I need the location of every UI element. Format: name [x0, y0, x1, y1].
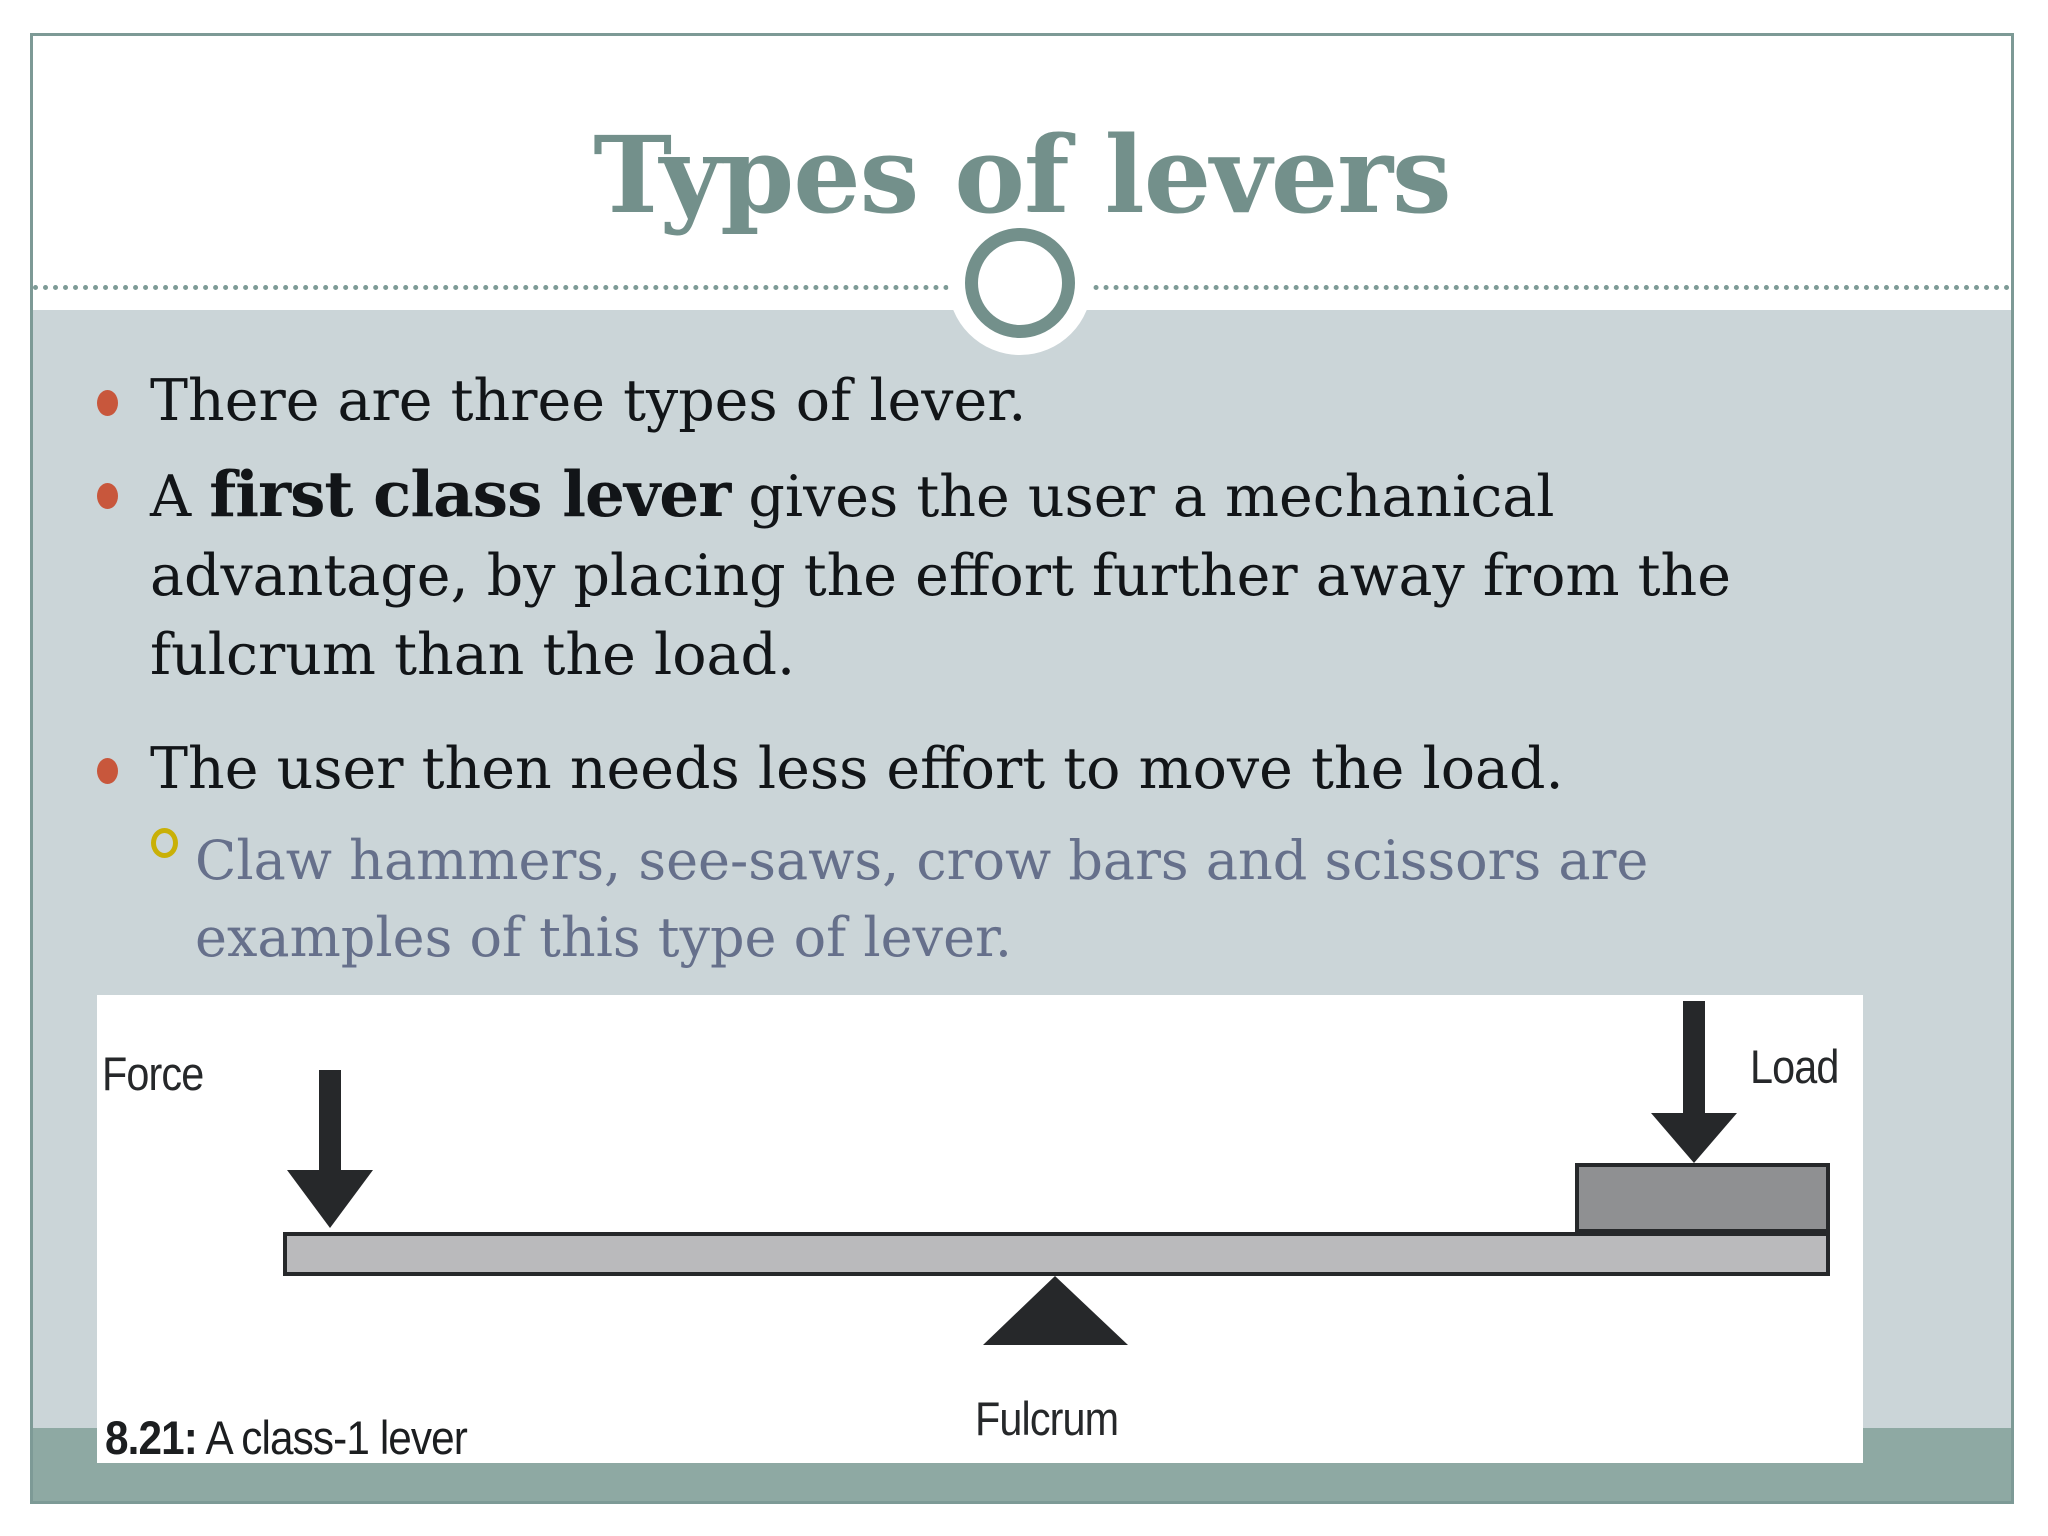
- sub-bullet-ring: [151, 828, 178, 858]
- force-label: Force: [102, 1047, 204, 1100]
- load-label: Load: [1750, 1040, 1839, 1093]
- lever-bar: [283, 1232, 1830, 1276]
- bullet-line: fulcrum than the load.: [150, 616, 1850, 695]
- figure-caption-text: A class-1 lever: [196, 1411, 468, 1464]
- bullet-item-3: The user then needs less effort to move …: [150, 730, 1850, 809]
- bullet-dot: [97, 390, 118, 416]
- divider-circle-icon: [965, 228, 1075, 338]
- lever-diagram-figure: Force Load Fulcrum 8.21: A class-1 lever: [97, 995, 1863, 1465]
- sub-bullet-line: Claw hammers, see-saws, crow bars and sc…: [195, 829, 1649, 892]
- bullet-dot: [97, 483, 118, 509]
- bullet-item-2: A first class lever gives the user a mec…: [150, 455, 1850, 695]
- bullet-item-1: There are three types of lever.: [150, 362, 1850, 441]
- text-run: fulcrum than the load.: [150, 622, 796, 688]
- fulcrum-triangle-icon: [983, 1276, 1128, 1345]
- text-run: A: [150, 464, 210, 530]
- bullet-line: A first class lever gives the user a mec…: [150, 455, 1850, 537]
- fulcrum-label: Fulcrum: [975, 1392, 1119, 1445]
- slide-frame: Types of levers There are three types of…: [30, 33, 2014, 1504]
- bullet-text: The user then needs less effort to move …: [150, 736, 1564, 802]
- figure-caption: 8.21: A class-1 lever: [105, 1410, 468, 1465]
- bullet-text: There are three types of lever.: [150, 368, 1027, 434]
- load-arrow-shaft: [1683, 1001, 1705, 1114]
- force-arrow-shaft: [319, 1070, 341, 1172]
- figure-caption-number: 8.21:: [105, 1411, 198, 1464]
- bold-text-run: first class lever: [209, 457, 731, 531]
- text-run: advantage, by placing the effort further…: [150, 543, 1731, 609]
- sub-bullet-line: examples of this type of lever.: [195, 906, 1013, 969]
- page-title: Types of levers: [593, 112, 1451, 237]
- load-arrow-head-icon: [1651, 1113, 1737, 1163]
- bullet-line: advantage, by placing the effort further…: [150, 537, 1850, 616]
- title-zone: Types of levers: [33, 36, 2011, 286]
- bullet-dot: [97, 758, 118, 784]
- sub-bullet-item: Claw hammers, see-saws, crow bars and sc…: [195, 822, 1835, 976]
- text-run: gives the user a mechanical: [730, 464, 1555, 530]
- force-arrow-head-icon: [287, 1170, 373, 1228]
- load-block: [1575, 1163, 1830, 1233]
